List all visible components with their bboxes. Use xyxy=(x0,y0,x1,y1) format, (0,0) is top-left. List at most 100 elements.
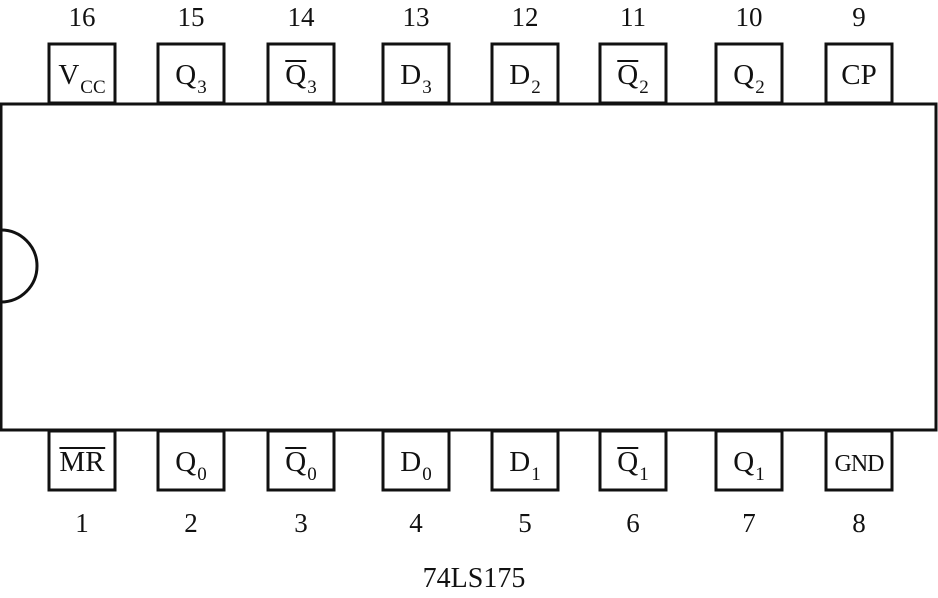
pin-label: Q2 xyxy=(733,59,764,98)
pin-subscript: 0 xyxy=(307,464,317,485)
chip-body xyxy=(0,102,938,432)
pin-signal: Q xyxy=(175,446,196,478)
pin-subscript: 3 xyxy=(197,77,207,98)
pin-box xyxy=(47,42,117,105)
pin-box xyxy=(714,42,784,105)
pin-subscript: 2 xyxy=(755,77,765,98)
pin-number: 5 xyxy=(518,508,532,538)
pin-label: D1 xyxy=(509,446,540,485)
pin-signal: MR xyxy=(59,446,105,478)
pin-number: 11 xyxy=(620,2,646,32)
pin-number: 4 xyxy=(409,508,423,538)
pin-label: Q0 xyxy=(175,446,206,485)
pin-box xyxy=(714,429,784,492)
pin-number: 6 xyxy=(626,508,640,538)
pin-label: Q3 xyxy=(175,59,206,98)
pin-7: 7 Q1 xyxy=(714,429,784,538)
pin-signal: CP xyxy=(841,59,876,91)
pin-signal: D xyxy=(400,59,421,91)
pin-signal: Q xyxy=(285,59,306,91)
pin-number: 7 xyxy=(742,508,756,538)
pin-signal: Q xyxy=(285,446,306,478)
pin-subscript: 2 xyxy=(531,77,541,98)
pin-box xyxy=(47,429,117,492)
pin-box xyxy=(598,42,668,105)
pin-signal: Q xyxy=(617,59,638,91)
pin-label: Q3 xyxy=(285,59,316,98)
pin-label: GND xyxy=(835,451,885,477)
pin-box xyxy=(490,42,560,105)
pin-box xyxy=(266,429,336,492)
pin-box xyxy=(156,429,226,492)
pin-box xyxy=(266,42,336,105)
pin-subscript: 2 xyxy=(639,77,649,98)
pin-9: 9CP xyxy=(824,2,894,105)
pin-box xyxy=(156,42,226,105)
pin-signal: V xyxy=(58,59,79,91)
pin-subscript: 0 xyxy=(422,464,432,485)
pin-subscript: CC xyxy=(80,77,105,98)
pin-number: 13 xyxy=(403,2,430,32)
pin-label: D0 xyxy=(400,446,431,485)
pin-subscript: 0 xyxy=(197,464,207,485)
pin-label: Q1 xyxy=(733,446,764,485)
pin-number: 14 xyxy=(288,2,316,32)
pin-subscript: 1 xyxy=(755,464,765,485)
pin-6: 6 Q1 xyxy=(598,429,668,538)
pin-number: 1 xyxy=(75,508,89,538)
pin-number: 10 xyxy=(736,2,763,32)
pin-signal: Q xyxy=(175,59,196,91)
pin-label: Q1 xyxy=(617,446,648,485)
pin-signal: Q xyxy=(733,59,754,91)
pin-box xyxy=(824,429,894,492)
pin-signal: GND xyxy=(835,451,885,477)
pin-signal: D xyxy=(509,446,530,478)
pin-box xyxy=(381,42,451,105)
pin-number: 2 xyxy=(184,508,198,538)
pin-label: Q2 xyxy=(617,59,648,98)
pin-box xyxy=(490,429,560,492)
pin-1: 1 MR xyxy=(47,429,117,538)
pin-box xyxy=(824,42,894,105)
pin-number: 9 xyxy=(852,2,866,32)
pin-subscript: 3 xyxy=(307,77,317,98)
pin-label: Q0 xyxy=(285,446,316,485)
pin-signal: Q xyxy=(617,446,638,478)
pin-8: 8 GND xyxy=(824,429,894,538)
pin-number: 16 xyxy=(69,2,96,32)
pin-number: 15 xyxy=(178,2,205,32)
pin-label: D3 xyxy=(400,59,431,98)
pin-subscript: 1 xyxy=(639,464,649,485)
pin-4: 4 D0 xyxy=(381,429,451,538)
pin-signal: D xyxy=(509,59,530,91)
pin-subscript: 1 xyxy=(531,464,541,485)
pin-label: VCC xyxy=(58,59,105,98)
orientation-notch xyxy=(0,228,39,304)
pin-label: MR xyxy=(59,446,105,478)
pin-number: 8 xyxy=(852,508,866,538)
pin-label: D2 xyxy=(509,59,540,98)
pin-box xyxy=(598,429,668,492)
pin-label: CP xyxy=(841,59,876,91)
pin-2: 2 Q0 xyxy=(156,429,226,538)
pin-box xyxy=(381,429,451,492)
pin-3: 3 Q0 xyxy=(266,429,336,538)
pin-signal: D xyxy=(400,446,421,478)
pin-subscript: 3 xyxy=(422,77,432,98)
chip-name: 74LS175 xyxy=(423,563,526,594)
pin-number: 3 xyxy=(294,508,308,538)
pin-number: 12 xyxy=(512,2,539,32)
pin-5: 5 D1 xyxy=(490,429,560,538)
pin-signal: Q xyxy=(733,446,754,478)
